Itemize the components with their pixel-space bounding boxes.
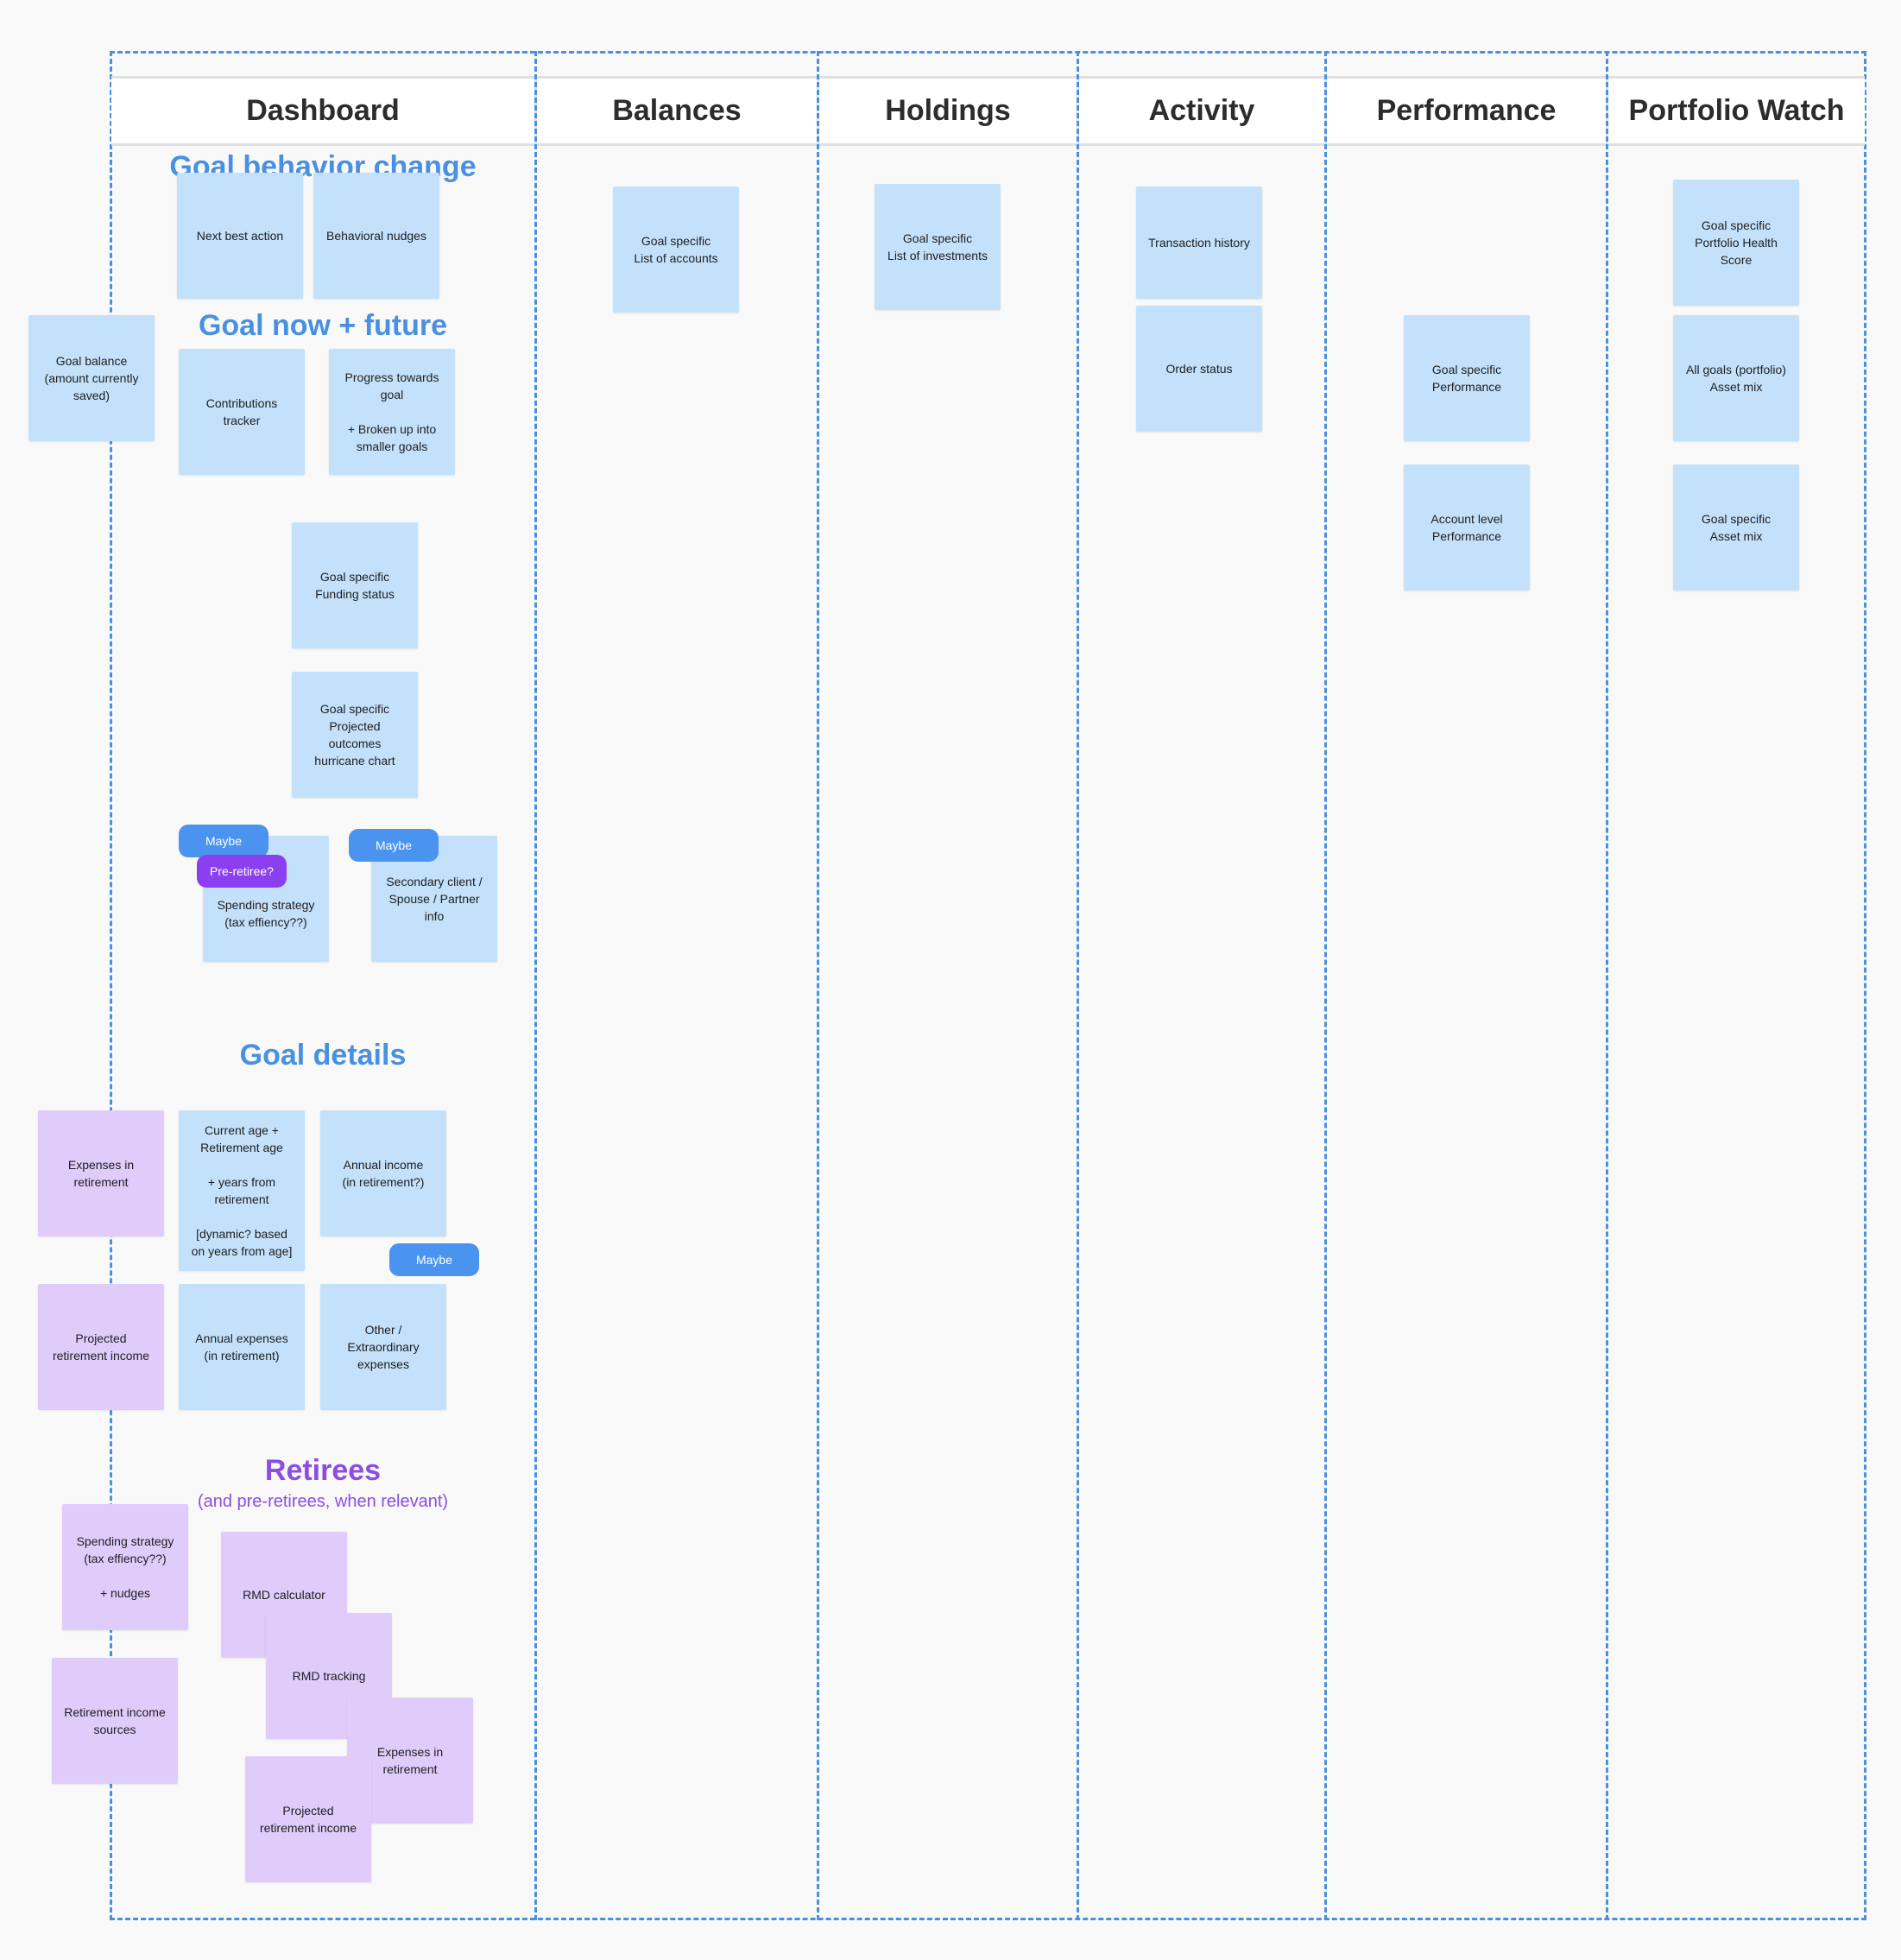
column-header-row <box>111 76 1865 146</box>
column-title-activity: Activity <box>1148 94 1255 127</box>
column-divider <box>1077 51 1079 1920</box>
sticky-progress-towards-goal[interactable]: Progress towards goal + Broken up into s… <box>329 349 455 475</box>
column-title-holdings: Holdings <box>885 94 1011 127</box>
sticky-expenses-in-retirement[interactable]: Expenses in retirement <box>38 1110 164 1236</box>
sticky-spending-strategy-nudges[interactable]: Spending strategy (tax effiency??) + nud… <box>62 1504 188 1630</box>
tag-maybe[interactable]: Maybe <box>179 825 268 857</box>
sticky-other-expenses[interactable]: Other / Extraordinary expenses <box>320 1284 446 1410</box>
sticky-contributions-tracker[interactable]: Contributions tracker <box>179 349 305 475</box>
sticky-projected-retirement-income[interactable]: Projected retirement income <box>38 1284 164 1410</box>
sticky-transaction-history[interactable]: Transaction history <box>1136 187 1262 299</box>
sticky-funding-status[interactable]: Goal specific Funding status <box>292 522 418 648</box>
section-title-retirees: Retirees <box>264 1454 382 1487</box>
sticky-order-status[interactable]: Order status <box>1136 306 1262 432</box>
section-title-goal-now-future: Goal now + future <box>198 309 448 342</box>
sticky-annual-expenses[interactable]: Annual expenses (in retirement) <box>179 1284 305 1410</box>
sticky-list-of-accounts[interactable]: Goal specific List of accounts <box>613 187 739 313</box>
sticky-retirement-income-sources[interactable]: Retirement income sources <box>52 1658 178 1784</box>
sticky-goal-asset-mix[interactable]: Goal specific Asset mix <box>1673 465 1799 591</box>
sticky-portfolio-health[interactable]: Goal specific Portfolio Health Score <box>1673 180 1799 306</box>
sticky-account-performance[interactable]: Account level Performance <box>1404 465 1530 591</box>
sticky-goal-balance[interactable]: Goal balance (amount currently saved) <box>28 315 155 441</box>
sticky-next-best-action[interactable]: Next best action <box>177 173 303 299</box>
tag-pre-retiree[interactable]: Pre-retiree? <box>197 855 287 888</box>
column-divider <box>817 51 819 1920</box>
tag-maybe[interactable]: Maybe <box>389 1243 479 1276</box>
sticky-all-goals-asset-mix[interactable]: All goals (portfolio) Asset mix <box>1673 315 1799 441</box>
column-title-dashboard: Dashboard <box>246 94 400 127</box>
sticky-goal-performance[interactable]: Goal specific Performance <box>1404 315 1530 441</box>
section-title-goal-details: Goal details <box>239 1039 407 1072</box>
column-divider <box>534 51 537 1920</box>
sticky-behavioral-nudges[interactable]: Behavioral nudges <box>313 173 439 299</box>
section-subtitle-retirees: (and pre-retirees, when relevant) <box>197 1492 449 1511</box>
tag-maybe[interactable]: Maybe <box>349 829 439 862</box>
board-frame <box>110 51 1866 1920</box>
column-title-balances: Balances <box>612 94 742 127</box>
column-divider <box>1606 51 1608 1920</box>
sticky-projected-outcomes[interactable]: Goal specific Projected outcomes hurrica… <box>292 672 418 798</box>
column-divider <box>1324 51 1327 1920</box>
sticky-projected-retirement-income[interactable]: Projected retirement income <box>245 1756 371 1882</box>
column-title-performance: Performance <box>1376 94 1557 127</box>
column-title-portfolio-watch: Portfolio Watch <box>1628 94 1845 127</box>
sticky-current-age[interactable]: Current age + Retirement age + years fro… <box>179 1110 305 1271</box>
sticky-annual-income[interactable]: Annual income (in retirement?) <box>320 1110 446 1236</box>
sticky-list-of-investments[interactable]: Goal specific List of investments <box>875 184 1001 310</box>
